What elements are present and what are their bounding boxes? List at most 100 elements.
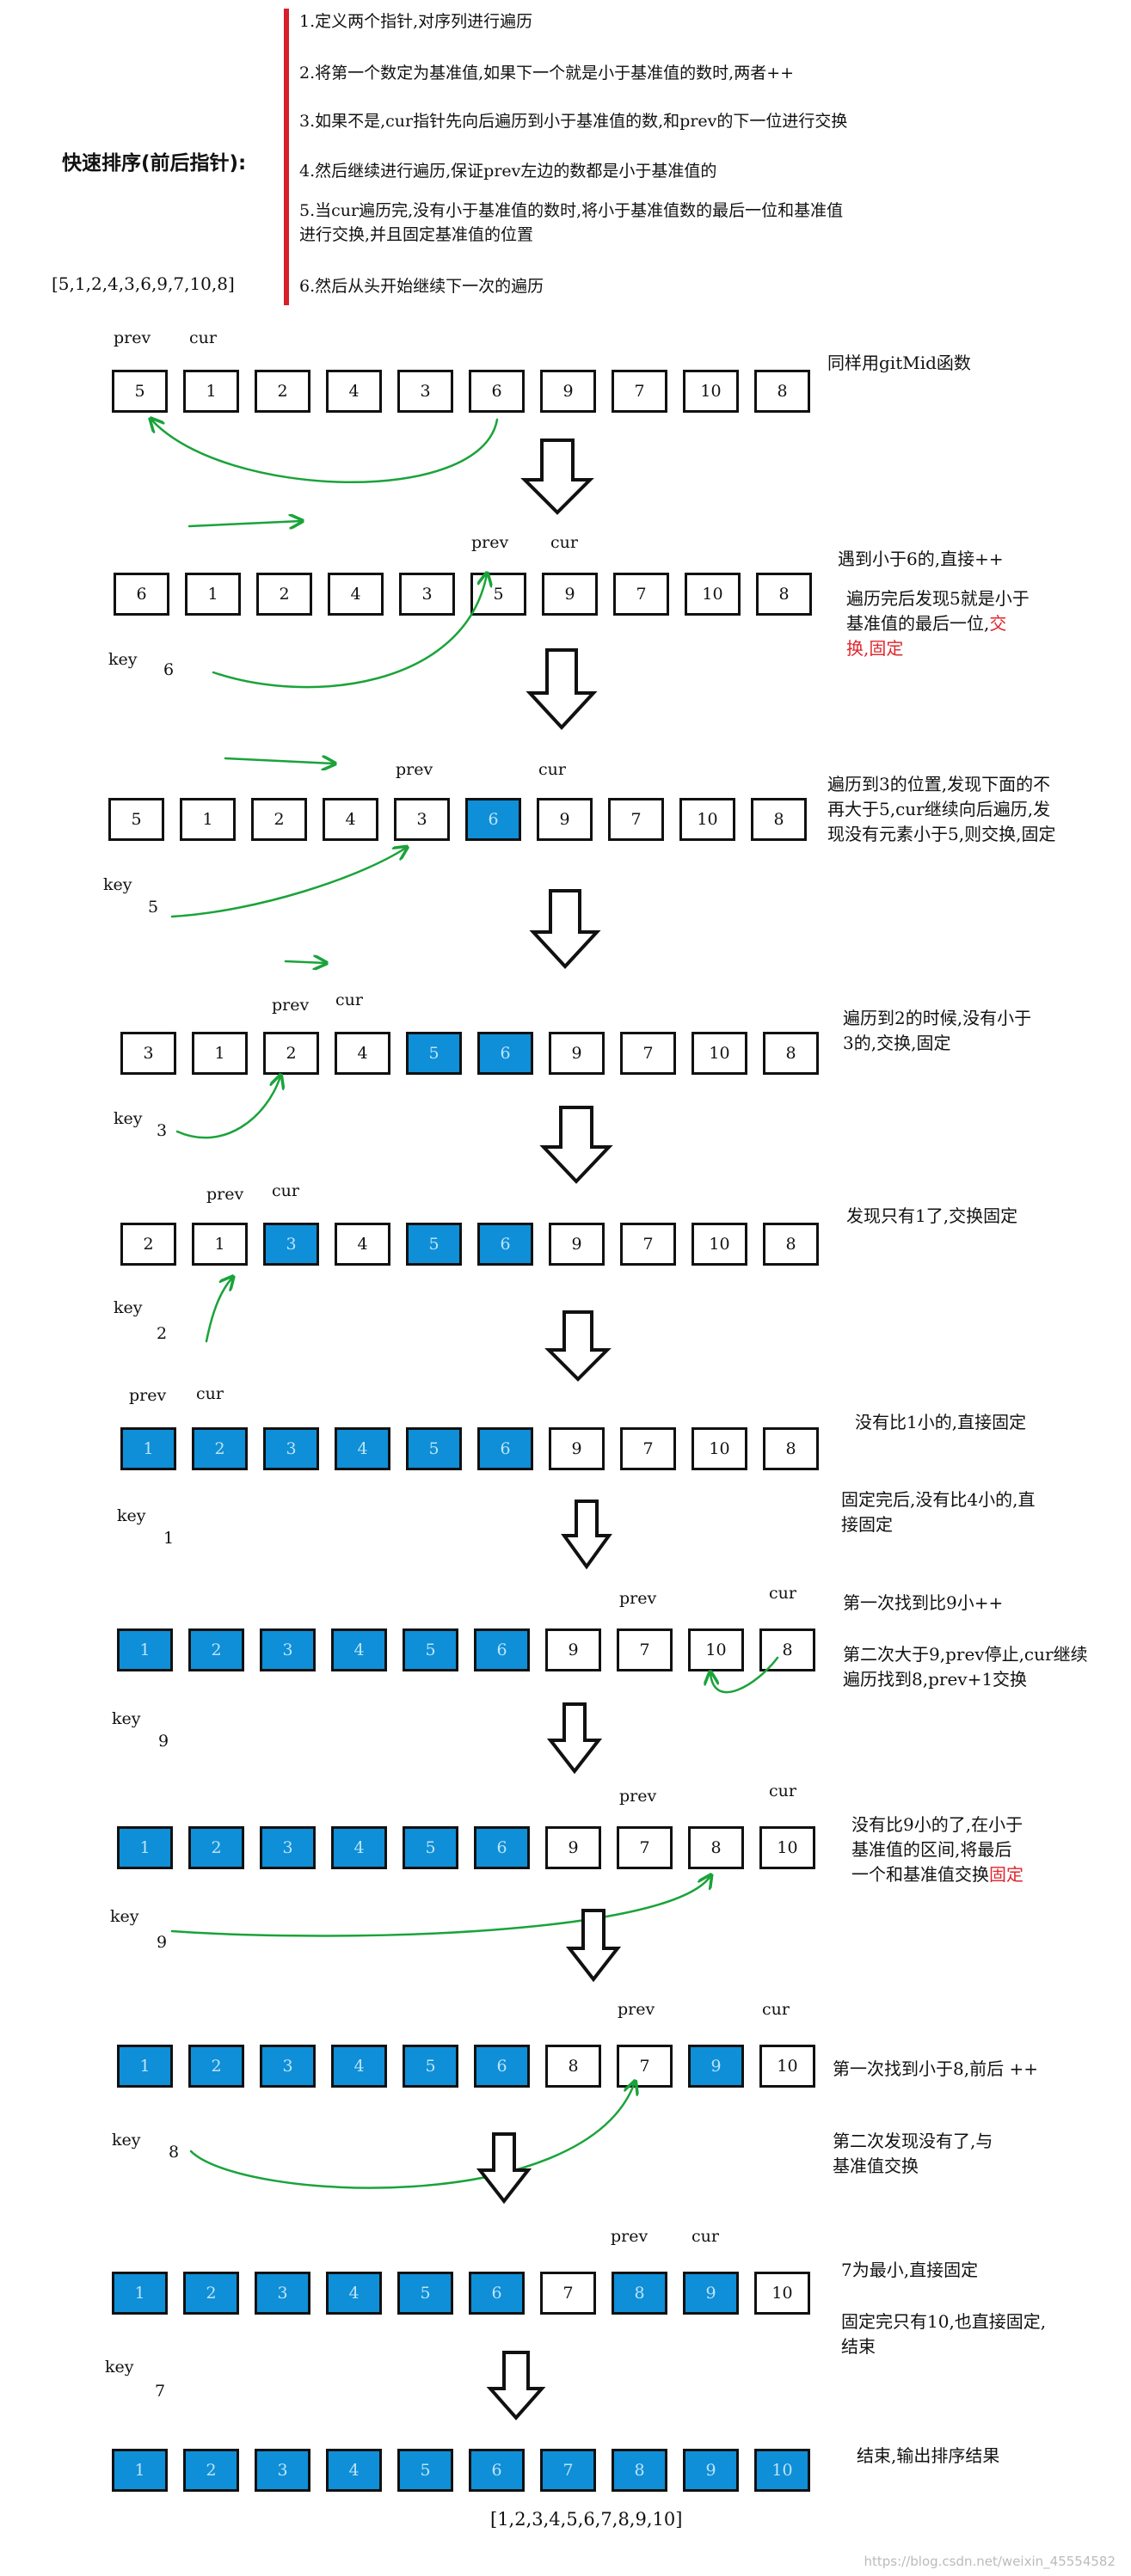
note: 遍历完后发现5就是小于 基准值的最后一位,交 换,固定 <box>846 588 1030 659</box>
note: 没有比9小的了,在小于 基准值的区间,将最后 一个和基准值交换固定 <box>851 1814 1023 1885</box>
diagram-title: 快速排序(前后指针): <box>62 152 247 175</box>
cur-label: cur <box>550 533 578 552</box>
array-cell: 10 <box>692 1427 747 1470</box>
array-cell: 5 <box>406 1032 462 1075</box>
array-cell: 8 <box>612 2449 667 2492</box>
array-cell: 8 <box>545 2045 601 2088</box>
key-label: key <box>112 1709 141 1728</box>
array-cell: 9 <box>683 2449 739 2492</box>
array-cell: 8 <box>688 1826 744 1869</box>
array-cell: 10 <box>692 1032 747 1075</box>
array-cell: 4 <box>323 798 378 841</box>
note: 第一次找到小于8,前后 ++ <box>833 2058 1038 2079</box>
array-cell: 7 <box>620 1032 676 1075</box>
array-cell: 5 <box>112 370 168 413</box>
key-label: key <box>117 1506 146 1525</box>
down-arrow-icon <box>565 1909 622 1983</box>
note: 第二次发现没有了,与 基准值交换 <box>833 2131 993 2176</box>
key-label: key <box>114 1298 143 1317</box>
array-cell: 7 <box>617 1628 673 1671</box>
array-cell: 1 <box>192 1032 248 1075</box>
array-cell: 6 <box>469 370 525 413</box>
key-label: key <box>112 2131 141 2150</box>
array-cell: 10 <box>685 573 741 616</box>
array-cell: 5 <box>403 1628 458 1671</box>
array-cell: 10 <box>754 2272 810 2315</box>
step-4: 4.然后继续进行遍历,保证prev左边的数都是小于基准值的 <box>299 162 717 181</box>
array-cell: 1 <box>112 2272 168 2315</box>
step-5a: 5.当cur遍历完,没有小于基准值的数时,将小于基准值数的最后一位和基准值 <box>299 201 844 220</box>
down-arrow-icon <box>546 1702 603 1775</box>
key-label: key <box>114 1109 143 1128</box>
prev-label: prev <box>272 996 310 1015</box>
prev-label: prev <box>619 1787 657 1806</box>
array-cell: 4 <box>328 573 384 616</box>
array-cell: 3 <box>260 1628 316 1671</box>
key-value: 9 <box>157 1933 168 1952</box>
cur-label: cur <box>692 2227 719 2246</box>
swap-arrow <box>212 574 487 689</box>
array-cell: 5 <box>406 1223 462 1266</box>
prev-label: prev <box>619 1589 657 1608</box>
swap-arrow <box>175 1076 280 1139</box>
array-cell: 10 <box>679 798 735 841</box>
array-cell: 6 <box>477 1427 533 1470</box>
array-cell: 6 <box>474 1826 530 1869</box>
swap-arrow <box>189 2082 635 2189</box>
array-cell: 7 <box>620 1223 676 1266</box>
array-cell: 3 <box>255 2449 310 2492</box>
down-arrow-icon <box>520 439 594 515</box>
key-value: 9 <box>158 1732 169 1751</box>
step-3: 3.如果不是,cur指针先向后遍历到小于基准值的数,和prev的下一位进行交换 <box>299 112 848 131</box>
cur-label: cur <box>538 760 566 779</box>
array-cell: 2 <box>256 573 312 616</box>
array-cell: 3 <box>260 1826 316 1869</box>
note: 固定完只有10,也直接固定, 结束 <box>841 2311 1047 2357</box>
array-cell: 2 <box>188 2045 244 2088</box>
note: 发现只有1了,交换固定 <box>846 1205 1018 1226</box>
array-cell: 9 <box>683 2272 739 2315</box>
array-cell: 4 <box>331 2045 387 2088</box>
array-cell: 3 <box>394 798 450 841</box>
array-cell: 1 <box>183 370 239 413</box>
array-cell: 4 <box>331 1826 387 1869</box>
array-cell: 3 <box>397 370 453 413</box>
array-cell: 8 <box>756 573 812 616</box>
note: 遍历到3的位置,发现下面的不 再大于5,cur继续向后遍历,发 现没有元素小于5… <box>827 774 1056 844</box>
array-cell: 3 <box>263 1427 319 1470</box>
array-cell: 6 <box>469 2272 525 2315</box>
array-cell: 4 <box>326 2272 382 2315</box>
note: 固定完后,没有比4小的,直 接固定 <box>841 1489 1036 1535</box>
array-cell: 4 <box>335 1427 390 1470</box>
key-label: key <box>103 875 132 894</box>
array-cell: 6 <box>114 573 169 616</box>
array-cell: 10 <box>754 2449 810 2492</box>
cur-label: cur <box>189 328 217 347</box>
swap-arrow <box>170 1876 710 1937</box>
array-cell: 9 <box>545 1628 601 1671</box>
array-cell: 1 <box>117 1826 173 1869</box>
note: 第二次大于9,prev停止,cur继续 遍历找到8,prev+1交换 <box>843 1644 1088 1690</box>
step-2: 2.将第一个数定为基准值,如果下一个就是小于基准值的数时,两者++ <box>299 64 795 83</box>
array-cell: 10 <box>688 1628 744 1671</box>
array-cell: 6 <box>474 2045 530 2088</box>
note: 7为最小,直接固定 <box>841 2260 979 2280</box>
array-cell: 3 <box>120 1032 176 1075</box>
array-cell: 8 <box>612 2272 667 2315</box>
cur-label: cur <box>769 1782 796 1800</box>
array-cell: 8 <box>759 1628 815 1671</box>
array-cell: 2 <box>251 798 307 841</box>
key-value: 5 <box>148 898 159 917</box>
array-cell: 2 <box>188 1826 244 1869</box>
array-cell: 6 <box>477 1223 533 1266</box>
array-cell: 9 <box>540 370 596 413</box>
down-arrow-icon <box>561 1500 612 1570</box>
array-cell: 4 <box>326 370 382 413</box>
array-cell: 7 <box>620 1427 676 1470</box>
swap-arrow <box>170 848 406 918</box>
key-value: 1 <box>163 1529 175 1548</box>
array-cell: 8 <box>763 1427 819 1470</box>
array-cell: 3 <box>399 573 455 616</box>
cur-label: cur <box>762 2000 790 2019</box>
